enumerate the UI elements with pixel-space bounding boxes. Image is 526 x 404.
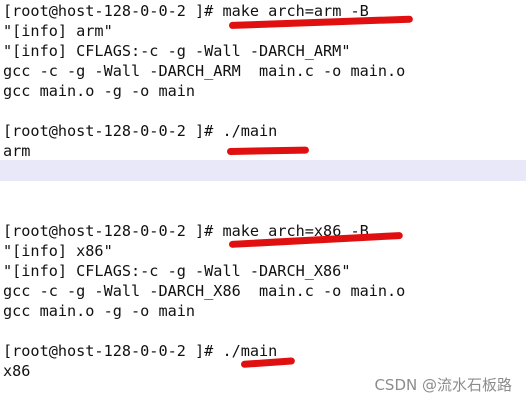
shell-prompt: [root@host-128-0-0-2 ] xyxy=(3,122,205,140)
prompt-line: [root@host-128-0-0-2 ]# make arch=arm -B xyxy=(3,1,369,21)
output-line: "[info] CFLAGS:-c -g -Wall -DARCH_ARM" xyxy=(3,42,351,60)
prompt-symbol: # xyxy=(204,2,223,20)
command-text: ./main xyxy=(222,342,278,360)
command-text: make arch=arm -B xyxy=(222,2,369,20)
prompt-symbol: # xyxy=(204,342,223,360)
prompt-symbol: # xyxy=(204,222,223,240)
prompt-symbol: # xyxy=(204,122,223,140)
shell-prompt: [root@host-128-0-0-2 ] xyxy=(3,222,205,240)
program-output: x86 xyxy=(3,362,31,380)
output-line: gcc -c -g -Wall -DARCH_ARM main.c -o mai… xyxy=(3,62,406,80)
prompt-line: [root@host-128-0-0-2 ]# ./main xyxy=(3,121,277,141)
output-line: gcc main.o -g -o main xyxy=(3,82,196,100)
selection-band xyxy=(0,160,526,181)
shell-prompt: [root@host-128-0-0-2 ] xyxy=(3,342,205,360)
output-line: "[info] arm" xyxy=(3,22,113,40)
output-line: gcc -c -g -Wall -DARCH_X86 main.c -o mai… xyxy=(3,282,406,300)
run-underline-mark xyxy=(226,146,310,155)
command-text: ./main xyxy=(222,122,278,140)
output-line: "[info] CFLAGS:-c -g -Wall -DARCH_X86" xyxy=(3,262,351,280)
prompt-line: [root@host-128-0-0-2 ]# ./main xyxy=(3,341,277,361)
watermark: CSDN @流水石板路 xyxy=(374,376,512,394)
output-line: gcc main.o -g -o main xyxy=(3,302,196,320)
shell-prompt: [root@host-128-0-0-2 ] xyxy=(3,2,205,20)
output-line: "[info] x86" xyxy=(3,242,113,260)
program-output: arm xyxy=(3,142,31,160)
